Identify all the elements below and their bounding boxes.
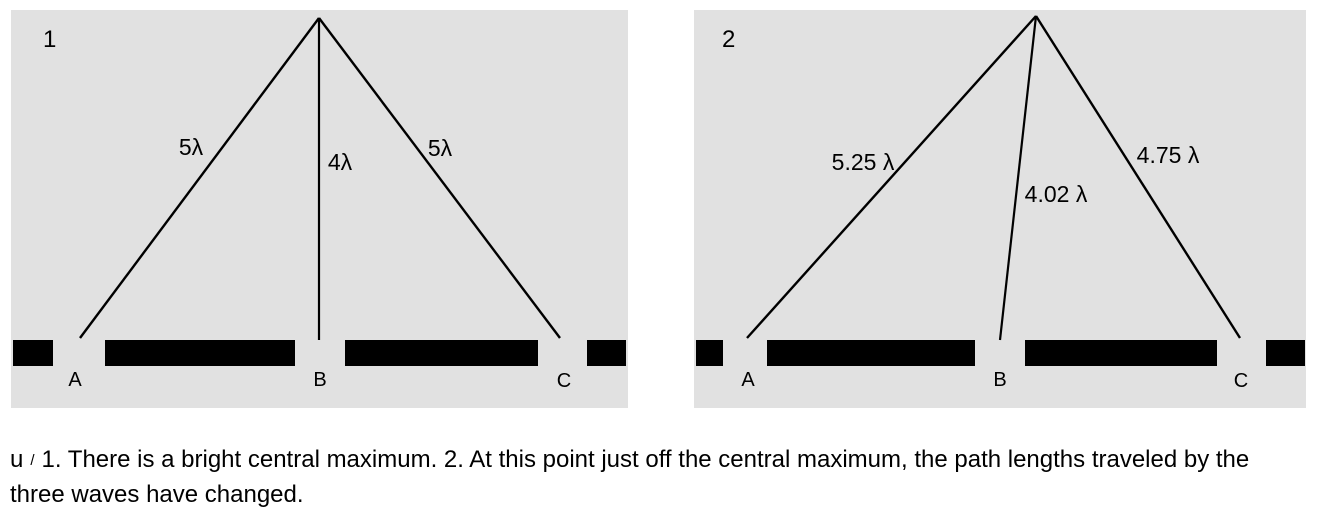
panel-2-barrier-segment xyxy=(1266,340,1305,366)
panel-2-barrier-segment xyxy=(767,340,975,366)
panel-1-barrier-segment xyxy=(13,340,53,366)
panel-1-ray-slit-a xyxy=(79,17,320,339)
panel-2-slit-label-a: A xyxy=(741,369,755,391)
panel-1-slit-label-a: A xyxy=(68,369,82,391)
panel-2-barrier-segment xyxy=(1025,340,1217,366)
caption-text: 1. There is a bright central maximum. 2.… xyxy=(10,446,1250,508)
panel-1-number: 1 xyxy=(43,26,56,53)
panel-2-slit-label-c: C xyxy=(1234,370,1248,392)
panel-2-path-length-a: 5.25 λ xyxy=(832,149,895,175)
diagram-panel-1: 1 5λ 4λ 5λ A B C xyxy=(11,10,628,408)
panel-2-path-length-c: 4.75 λ xyxy=(1137,142,1200,168)
panel-1-slit-label-b: B xyxy=(313,369,326,391)
panel-1-barrier-segment xyxy=(345,340,538,366)
caption-separator: / xyxy=(30,452,35,469)
panel-1-path-length-a: 5λ xyxy=(179,134,204,160)
panel-2-slit-label-b: B xyxy=(993,369,1006,391)
panel-2-ray-slit-b xyxy=(998,15,1038,341)
panel-1-slit-label-c: C xyxy=(557,370,571,392)
panel-1-barrier-segment xyxy=(105,340,295,366)
panel-2-path-length-b: 4.02 λ xyxy=(1025,181,1088,207)
panel-2-ray-slit-a xyxy=(746,15,1037,339)
panel-1-path-length-b: 4λ xyxy=(328,149,353,175)
panel-2-barrier-segment xyxy=(696,340,723,366)
panel-1-ray-slit-c xyxy=(318,17,561,339)
panel-1-barrier-segment xyxy=(587,340,626,366)
figure-caption: u /1. There is a bright central maximum. … xyxy=(10,444,1282,511)
panel-2-ray-slit-c xyxy=(1034,15,1242,339)
caption-prefix: u xyxy=(10,446,24,473)
diagram-panel-2: 2 5.25 λ 4.02 λ 4.75 λ A B C xyxy=(694,10,1306,408)
panel-1-path-length-c: 5λ xyxy=(428,135,453,161)
panel-2-number: 2 xyxy=(722,26,735,53)
